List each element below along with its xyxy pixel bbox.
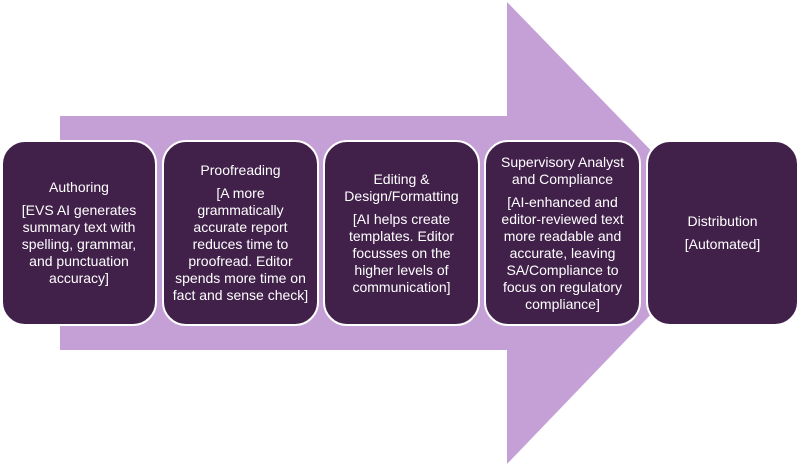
stage-detail: [Automated]: [684, 236, 761, 252]
stage-detail: [AI-enhanced and editor-reviewed text mo…: [501, 193, 624, 312]
stage-title: Distribution: [687, 213, 758, 229]
stage-detail: [EVS AI generates summary text with spel…: [21, 202, 137, 286]
stage-title: Supervisory Analyst and Compliance: [501, 153, 624, 187]
stage-supervisory-analyst: Supervisory Analyst and Compliance [AI-e…: [484, 140, 641, 326]
stage-detail: [AI helps create templates. Editor focus…: [348, 210, 455, 295]
stage-detail: [A more grammatically accurate report re…: [172, 185, 309, 303]
stage-title: Editing & Design/Formatting: [344, 170, 459, 204]
stage-distribution: Distribution [Automated]: [646, 140, 799, 326]
stage-editing: Editing & Design/Formatting [AI helps cr…: [323, 140, 480, 326]
stage-title: Proofreading: [200, 162, 281, 178]
stage-title: Authoring: [49, 179, 109, 195]
stage-proofreading: Proofreading [A more grammatically accur…: [162, 140, 319, 326]
stage-authoring: Authoring [EVS AI generates summary text…: [1, 140, 157, 326]
